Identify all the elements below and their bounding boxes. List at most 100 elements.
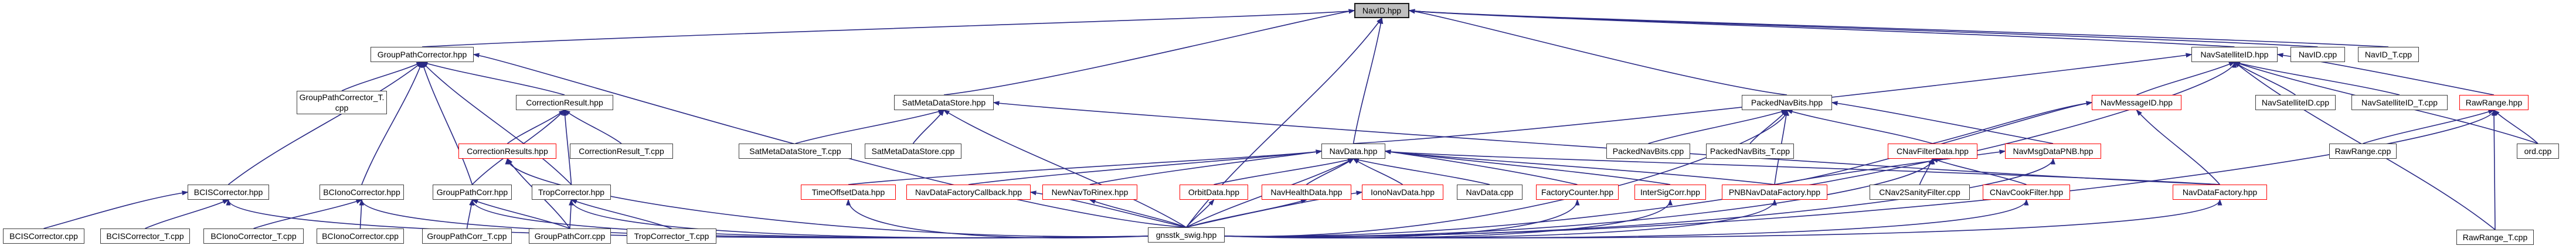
edge-navidcpp-navid	[1408, 9, 2318, 47]
node-rrcpp[interactable]: RawRange.cpp	[2329, 144, 2397, 159]
node-navdata[interactable]: NavData.hpp	[1321, 144, 1385, 159]
node-ndfc[interactable]: NavDataFactoryCallback.hpp	[906, 185, 1031, 200]
node-trop[interactable]: TropCorrector.hpp	[532, 185, 611, 200]
node-navsattcpp[interactable]: NavSatelliteID_T.cpp	[2351, 95, 2448, 110]
edge-ndfc-navdata	[968, 149, 1323, 185]
node-navidcpp[interactable]: NavID.cpp	[2290, 47, 2345, 62]
node-gpc[interactable]: GroupPathCorrector.hpp	[371, 47, 474, 62]
node-tod[interactable]: TimeOffsetData.hpp	[801, 185, 896, 200]
edge-gpccpp2-gpchpp	[471, 199, 570, 229]
node-ndf[interactable]: NavDataFactory.hpp	[2173, 185, 2267, 200]
edge-cnfd-nmi	[1932, 101, 2093, 144]
node-gpct[interactable]: GroupPathCorrector_T.cpp	[297, 91, 387, 114]
edge-trop-gpc	[421, 61, 572, 185]
node-cncf[interactable]: CNavCookFilter.hpp	[1983, 185, 2070, 200]
edge-pnbt-pnb	[1749, 109, 1787, 144]
edge-ndf-navdata	[1384, 149, 2220, 185]
node-bcis[interactable]: BCISCorrector.hpp	[188, 185, 269, 200]
edge-swig-pnb	[1224, 109, 1789, 237]
edge-cncf-cnfd	[1932, 158, 2027, 185]
edge-gpc-navid	[422, 9, 1355, 47]
edge-swig-gpc	[473, 53, 1187, 228]
edge-smdst-smds	[795, 109, 945, 144]
node-rr[interactable]: RawRange.hpp	[2459, 95, 2529, 110]
edge-iono-navdata	[1352, 158, 1403, 185]
node-nntr[interactable]: NewNavToRinex.hpp	[1042, 185, 1137, 200]
node-pnbndf[interactable]: PNBNavDataFactory.hpp	[1722, 185, 1827, 200]
edge-trop-cr	[562, 109, 572, 185]
node-smdscpp[interactable]: SatMetaDataStore.cpp	[865, 144, 961, 159]
node-nmi[interactable]: NavMessageID.hpp	[2092, 95, 2181, 110]
node-biscpp[interactable]: BCISCorrector.cpp	[3, 228, 84, 244]
node-fc[interactable]: FactoryCounter.hpp	[1536, 185, 1619, 200]
node-pnbt[interactable]: PackedNavBits_T.cpp	[1706, 144, 1794, 159]
edge-nntr-navdata	[1089, 149, 1323, 185]
node-nhd[interactable]: NavHealthData.hpp	[1262, 185, 1351, 200]
node-bcionot[interactable]: BCIonoCorrector_T.cpp	[203, 228, 304, 244]
edge-biscpp-bcis	[43, 190, 189, 229]
node-navsat[interactable]: NavSatelliteID.hpp	[2191, 47, 2278, 62]
node-navid[interactable]: NavID.hpp	[1354, 3, 1409, 18]
node-gpctcpp[interactable]: GroupPathCorr_T.cpp	[422, 228, 512, 244]
node-pnb[interactable]: PackedNavBits.hpp	[1742, 95, 1832, 110]
edge-swig-navsat	[1224, 61, 2237, 237]
node-gpccpp2[interactable]: GroupPathCorr.cpp	[529, 228, 611, 244]
node-troptcpp[interactable]: TropCorrector_T.cpp	[627, 228, 716, 244]
node-crs[interactable]: CorrectionResults.hpp	[458, 144, 556, 159]
edge-swig-nmdpnb	[1224, 158, 2055, 237]
node-nmdpnb[interactable]: NavMsgDataPNB.hpp	[2005, 144, 2101, 159]
edge-navsatcpp-navsat	[2234, 62, 2296, 95]
node-navdatacpp[interactable]: NavData.cpp	[1457, 185, 1523, 200]
edge-crs-cr	[507, 110, 566, 144]
edge-navidtcpp-navid	[1408, 9, 2389, 47]
edge-navsat-navid	[1408, 9, 2235, 47]
node-swig[interactable]: gnsstk_swig.hpp	[1148, 227, 1225, 243]
edge-swig-rr	[1224, 109, 2496, 237]
node-bciono[interactable]: BCIonoCorrector.hpp	[320, 185, 404, 200]
edge-crt-cr	[563, 110, 622, 144]
edge-navdata-navsat	[1353, 53, 2193, 144]
edge-ndf-nmi	[2136, 109, 2221, 185]
node-iono[interactable]: IonoNavData.hpp	[1362, 185, 1443, 200]
node-pnbcpp[interactable]: PackedNavBits.cpp	[1606, 144, 1690, 159]
node-smdst[interactable]: SatMetaDataStore_T.cpp	[739, 144, 852, 159]
node-navidtcpp[interactable]: NavID_T.cpp	[2358, 47, 2419, 62]
node-navsatcpp[interactable]: NavSatelliteID.cpp	[2255, 95, 2336, 110]
edge-gpct-gpc	[341, 62, 423, 91]
node-isc[interactable]: InterSigCorr.hpp	[1634, 185, 1706, 200]
node-orbit[interactable]: OrbitData.hpp	[1180, 185, 1248, 200]
edge-rrcpp-rr	[2363, 110, 2495, 144]
edge-gpchpp-gpc	[422, 61, 473, 185]
edge-ndf-smds	[993, 101, 2220, 185]
edge-swig-orbit	[1185, 199, 1215, 228]
edge-orbit-navdata	[1214, 158, 1354, 185]
edge-smds-navid	[943, 9, 1355, 95]
node-gpchpp[interactable]: GroupPathCorr.hpp	[433, 185, 512, 200]
node-cr[interactable]: CorrectionResult.hpp	[516, 95, 613, 110]
node-bcionocpp[interactable]: BCIonoCorrector.cpp	[317, 228, 404, 244]
edge-bcist-bcis	[145, 199, 229, 229]
edge-swig-crs	[505, 158, 1148, 237]
edge-swig-cnfd	[1224, 158, 1935, 237]
edge-pnbndf-nmi	[1774, 101, 2093, 185]
node-bcist[interactable]: BCISCorrector_T.cpp	[100, 228, 190, 244]
node-rrt[interactable]: RawRange_T.cpp	[2456, 230, 2534, 245]
edge-cr-gpc	[421, 61, 565, 95]
edge-bciono-gpc	[361, 61, 423, 185]
edge-navdatacpp-navdata	[1352, 158, 1490, 185]
node-ord[interactable]: ord.cpp	[2517, 144, 2559, 159]
edge-gpccpp2-trop	[569, 199, 574, 229]
edge-navdata-navid	[1352, 17, 1384, 144]
node-crt[interactable]: CorrectionResult_T.cpp	[570, 144, 673, 159]
edge-nmdpnb-pnb	[1831, 101, 2054, 144]
edge-pnbndf-nmdpnb	[1774, 149, 2006, 185]
node-cnav2[interactable]: CNav2SanityFilter.cpp	[1870, 185, 1970, 200]
edge-swig-tod	[846, 199, 1148, 238]
node-smds[interactable]: SatMetaDataStore.hpp	[894, 95, 994, 110]
edge-pnbndf-navdata	[1384, 149, 1775, 185]
edge-cnfd-pnb	[1786, 109, 1933, 144]
edge-ord-rr	[2493, 109, 2538, 144]
edge-swig-nntr	[1089, 199, 1187, 228]
node-cnfd[interactable]: CNavFilterData.hpp	[1888, 144, 1977, 159]
